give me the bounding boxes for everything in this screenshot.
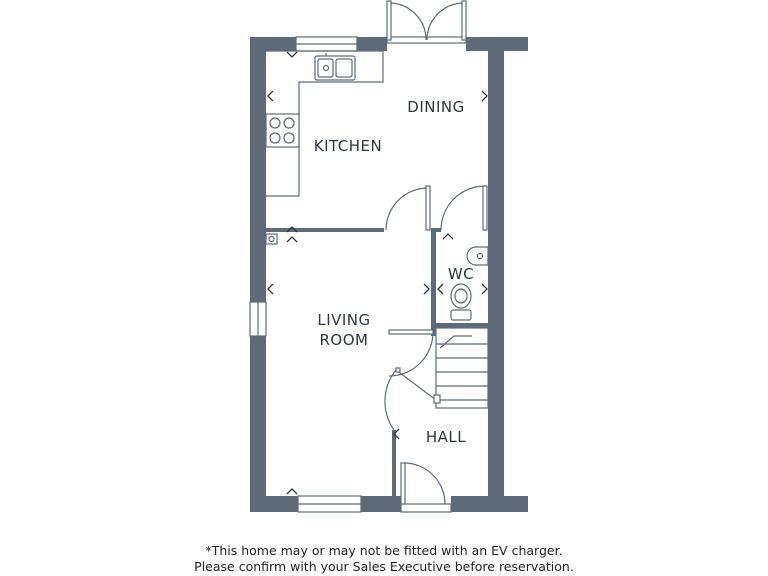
- bottom-wall-right: [451, 496, 504, 512]
- french-doors: [386, 0, 467, 44]
- footnote-line-1: *This home may or may not be fitted with…: [205, 543, 563, 558]
- wc-bottom-wall: [431, 323, 488, 328]
- wc-top-wall-left: [431, 228, 441, 232]
- living-window-front: [297, 495, 362, 513]
- footnote-line-2: Please confirm with your Sales Executive…: [194, 559, 574, 574]
- toilet-icon: [450, 283, 472, 321]
- top-wall-left: [250, 37, 296, 51]
- room-label-kitchen: KITCHEN: [314, 137, 383, 155]
- left-wall: [250, 37, 266, 512]
- floor-plan: DINING KITCHEN WC LIVING ROOM HALL: [249, 0, 528, 513]
- hall-wall-lower: [392, 430, 396, 496]
- kitchen-units: [265, 50, 384, 245]
- wc-fixtures: [450, 246, 489, 321]
- basin-icon: [466, 246, 489, 266]
- bottom-wall-mid: [361, 496, 401, 512]
- kitchen-window: [295, 36, 358, 52]
- right-wall: [488, 37, 504, 512]
- internal-doors: [384, 185, 488, 431]
- hob-icon: [265, 113, 300, 148]
- room-label-living-line2: ROOM: [320, 331, 369, 349]
- top-wall-mid: [357, 37, 387, 51]
- staircase: [433, 327, 489, 409]
- living-window-side: [249, 301, 267, 337]
- windows: [249, 36, 362, 513]
- outer-walls: [250, 37, 528, 512]
- room-label-wc: WC: [448, 265, 474, 283]
- boiler-icon: [265, 233, 278, 245]
- electrical-markers: [267, 51, 488, 495]
- front-door: [400, 462, 452, 513]
- sink-icon: [314, 53, 356, 81]
- room-label-living-line1: LIVING: [317, 311, 370, 329]
- wc-left-wall: [431, 228, 436, 328]
- room-label-dining: DINING: [407, 98, 464, 116]
- room-label-hall: HALL: [426, 428, 466, 446]
- kitchen-living-wall: [266, 228, 384, 232]
- right-wall-foot: [504, 496, 528, 512]
- bottom-wall-left: [250, 496, 298, 512]
